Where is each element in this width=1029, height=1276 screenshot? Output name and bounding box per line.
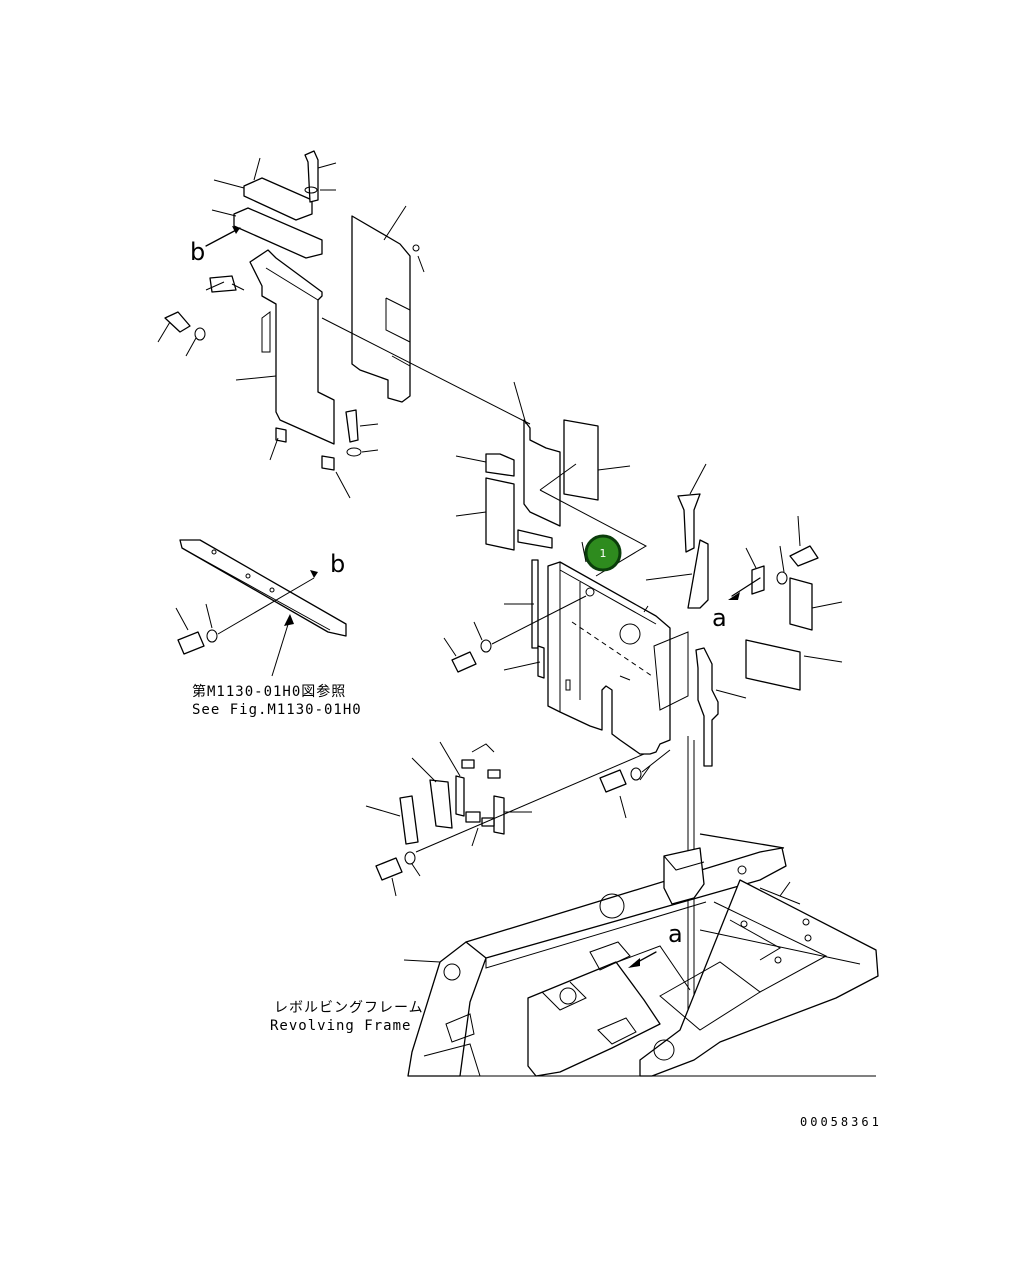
- upper-cover-assembly: [157, 150, 425, 499]
- callout-badge[interactable]: [584, 534, 622, 572]
- main-bracket-assembly: [443, 541, 747, 1060]
- frame-label-japanese: レボルビングフレーム: [274, 1000, 424, 1016]
- reference-note-japanese: 第M1130-01H0図参照: [192, 683, 346, 700]
- view-b-label-top: b: [190, 238, 205, 266]
- view-a-label-right: a: [712, 604, 727, 632]
- revolving-frame: [403, 833, 879, 1077]
- support-beam: [175, 539, 347, 677]
- right-side-parts: [677, 463, 843, 691]
- callout-number[interactable]: 1: [600, 547, 607, 560]
- drawing-number: 00058361: [800, 1115, 882, 1129]
- view-b-label-mid: b: [330, 550, 345, 578]
- center-upper-parts: [321, 317, 648, 577]
- callout-1[interactable]: 1: [584, 534, 622, 572]
- frame-label-english: Revolving Frame: [270, 1018, 411, 1034]
- reference-note-english: See Fig.M1130-01H0: [192, 702, 362, 718]
- view-a-label-frame: a: [668, 920, 683, 948]
- lower-small-parts: [365, 741, 645, 897]
